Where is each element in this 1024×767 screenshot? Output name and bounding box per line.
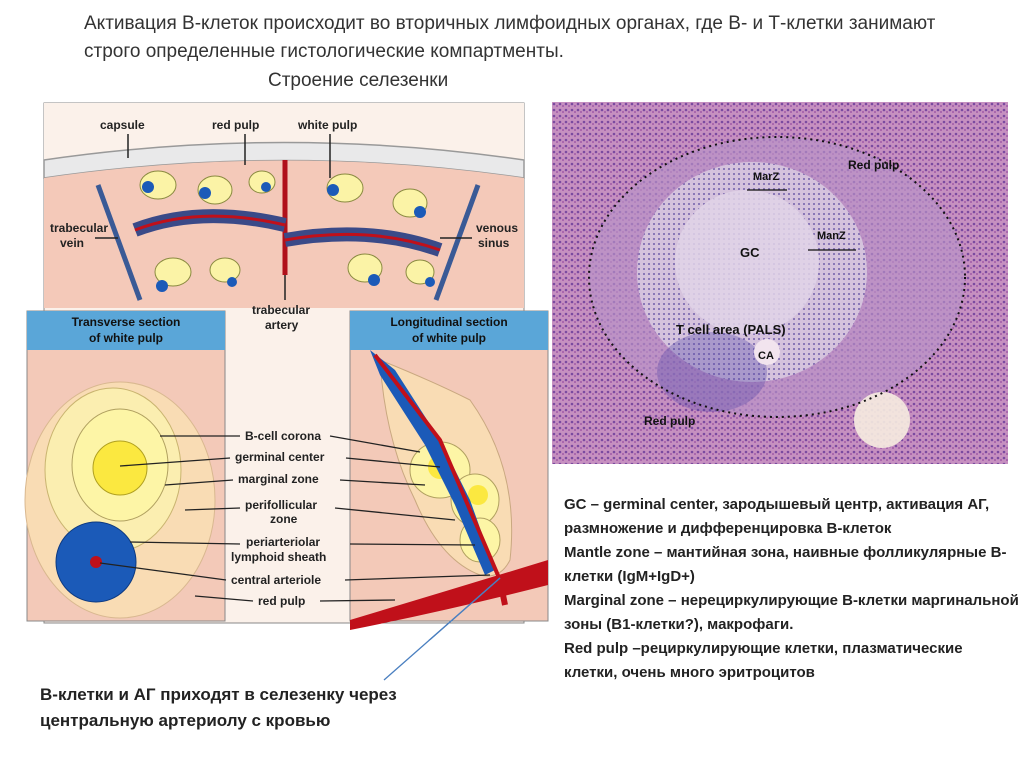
center-labels: B-cell corona germinal center marginal z… <box>99 429 491 608</box>
legend-line-red-pulp: Red pulp –рециркулирующие клетки, плазма… <box>564 640 963 681</box>
micro-ca: CA <box>758 350 774 362</box>
micro-t-cell-area: T cell area (PALS) <box>676 322 786 337</box>
micro-manz: ManZ <box>817 230 846 242</box>
micrograph-image: MarZ ManZ GC Red pulp T cell area (PALS)… <box>552 102 1008 464</box>
micro-gc: GC <box>740 245 760 260</box>
label-trabecular-artery-1: trabecular <box>252 303 310 317</box>
longitudinal-title-1: Longitudinal section <box>390 315 507 329</box>
micro-red-pulp-top: Red pulp <box>848 158 899 172</box>
marz-boundary <box>588 136 966 418</box>
label-red-pulp-center: red pulp <box>258 594 305 608</box>
label-perifollicular-2: zone <box>270 512 298 526</box>
longitudinal-section-panel: Longitudinal section of white pulp <box>349 310 549 630</box>
slide-title: Активация В-клеток происходит во вторичн… <box>84 13 936 62</box>
label-capsule: capsule <box>100 118 145 132</box>
label-central-arteriole: central arteriole <box>231 573 321 587</box>
label-b-cell-corona: B-cell corona <box>245 429 321 443</box>
transverse-title-1: Transverse section <box>72 315 181 329</box>
legend-text: GC – germinal center, зародышевый центр,… <box>564 493 1019 685</box>
micro-marz-top: MarZ <box>753 171 780 183</box>
label-venous-sinus-2: sinus <box>478 236 510 250</box>
spleen-diagram: capsule red pulp white pulp trabecular v… <box>24 102 549 640</box>
label-red-pulp-top: red pulp <box>212 118 259 132</box>
micro-red-pulp-bottom: Red pulp <box>644 414 695 428</box>
label-pals-1: periarteriolar <box>246 535 320 549</box>
slide-subtitle: Строение селезенки <box>268 70 449 91</box>
white-pulp-follicles <box>139 170 435 292</box>
legend-line-gc: GC – germinal center, зародышевый центр,… <box>564 496 990 537</box>
legend-line-marginal: Marginal zone – нерециркулирующие В-клет… <box>564 592 1019 633</box>
longitudinal-title-2: of white pulp <box>412 331 486 345</box>
label-pals-2: lymphoid sheath <box>231 550 326 564</box>
label-trabecular-vein-1: trabecular <box>50 221 108 235</box>
transverse-title-2: of white pulp <box>89 331 163 345</box>
trabecular-vein <box>95 184 143 301</box>
label-white-pulp: white pulp <box>297 118 357 132</box>
label-germinal-center: germinal center <box>235 450 325 464</box>
bottom-note: В-клетки и АГ приходят в селезенку через… <box>40 685 397 730</box>
label-perifollicular-1: perifollicular <box>245 498 317 512</box>
note-pointer-overlay <box>383 577 501 681</box>
label-venous-sinus-1: venous <box>476 221 518 235</box>
legend-line-mantle: Mantle zone – мантийная зона, наивные фо… <box>564 544 1007 585</box>
label-trabecular-vein-2: vein <box>60 236 84 250</box>
label-marginal-zone: marginal zone <box>238 472 319 486</box>
histology-micrograph: MarZ ManZ GC Red pulp T cell area (PALS)… <box>552 102 1008 464</box>
label-trabecular-artery-2: artery <box>265 318 299 332</box>
